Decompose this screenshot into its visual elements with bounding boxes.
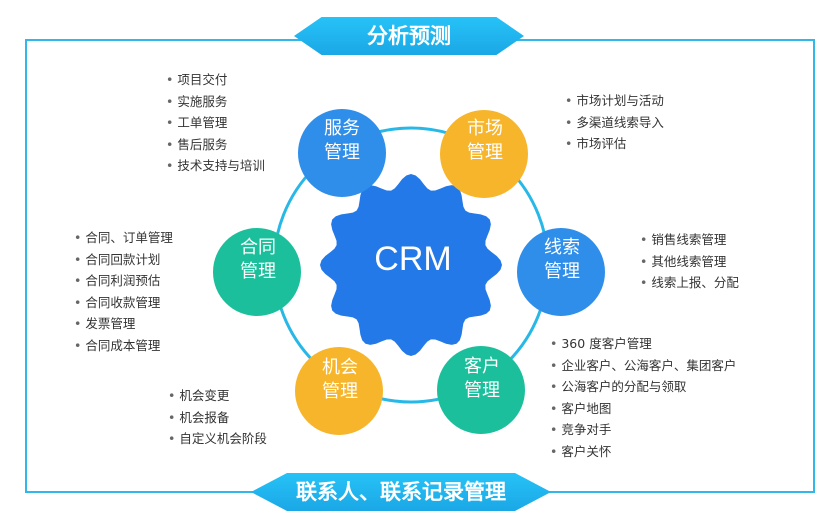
list-item: 360 度客户管理	[550, 333, 736, 355]
node-opportunity-line1: 机会	[322, 357, 358, 378]
center-crm-label: CRM	[374, 240, 452, 278]
node-customer-circle	[437, 346, 525, 434]
node-opportunity-label: 机会 管理	[295, 356, 385, 404]
list-item: 合同成本管理	[74, 335, 173, 357]
list-item: 实施服务	[166, 91, 265, 113]
list-item: 其他线索管理	[640, 251, 739, 273]
list-item: 工单管理	[166, 112, 265, 134]
node-service-line2: 管理	[324, 142, 360, 163]
node-contract-circle	[213, 228, 301, 316]
node-customer-line1: 客户	[464, 356, 500, 377]
center-shape	[320, 174, 502, 356]
node-contract-line1: 合同	[240, 237, 276, 258]
list-item: 销售线索管理	[640, 229, 739, 251]
service-feature-list: 项目交付 实施服务 工单管理 售后服务 技术支持与培训	[166, 69, 265, 177]
node-service-circle	[298, 109, 386, 197]
list-item: 售后服务	[166, 134, 265, 156]
list-item: 技术支持与培训	[166, 155, 265, 177]
list-item: 市场评估	[565, 133, 664, 155]
list-item: 发票管理	[74, 313, 173, 335]
list-item: 公海客户的分配与领取	[550, 376, 736, 398]
list-item: 合同利润预估	[74, 270, 173, 292]
node-market-line2: 管理	[467, 142, 503, 163]
list-item: 客户关怀	[550, 441, 736, 463]
node-leads-label: 线索 管理	[517, 236, 607, 284]
list-item: 竞争对手	[550, 419, 736, 441]
list-item: 项目交付	[166, 69, 265, 91]
opportunity-feature-list: 机会变更 机会报备 自定义机会阶段	[168, 385, 267, 450]
node-opportunity-circle	[295, 347, 383, 435]
banner-analysis-forecast: 分析预测	[294, 17, 524, 55]
node-leads-line2: 管理	[544, 261, 580, 282]
market-feature-list: 市场计划与活动 多渠道线索导入 市场评估	[565, 90, 664, 155]
node-service-label: 服务 管理	[297, 117, 387, 165]
node-customer-line2: 管理	[464, 380, 500, 401]
list-item: 多渠道线索导入	[565, 112, 664, 134]
contract-feature-list: 合同、订单管理 合同回款计划 合同利润预估 合同收款管理 发票管理 合同成本管理	[74, 227, 173, 356]
node-leads-line1: 线索	[544, 237, 580, 258]
list-item: 机会变更	[168, 385, 267, 407]
node-market-label: 市场 管理	[440, 117, 530, 165]
leads-feature-list: 销售线索管理 其他线索管理 线索上报、分配	[640, 229, 739, 294]
list-item: 市场计划与活动	[565, 90, 664, 112]
node-leads-circle	[517, 228, 605, 316]
list-item: 自定义机会阶段	[168, 428, 267, 450]
node-contract-line2: 管理	[240, 261, 276, 282]
node-opportunity-line2: 管理	[322, 381, 358, 402]
node-customer-label: 客户 管理	[437, 355, 527, 403]
node-market-line1: 市场	[467, 118, 503, 139]
list-item: 线索上报、分配	[640, 272, 739, 294]
customer-feature-list: 360 度客户管理 企业客户、公海客户、集团客户 公海客户的分配与领取 客户地图…	[550, 333, 736, 462]
node-service-line1: 服务	[324, 118, 360, 139]
list-item: 机会报备	[168, 407, 267, 429]
list-item: 合同、订单管理	[74, 227, 173, 249]
node-contract-label: 合同 管理	[213, 236, 303, 284]
list-item: 企业客户、公海客户、集团客户	[550, 355, 736, 377]
list-item: 合同回款计划	[74, 249, 173, 271]
list-item: 客户地图	[550, 398, 736, 420]
banner-contacts-management: 联系人、联系记录管理	[251, 473, 551, 511]
list-item: 合同收款管理	[74, 292, 173, 314]
node-market-circle	[440, 110, 528, 198]
